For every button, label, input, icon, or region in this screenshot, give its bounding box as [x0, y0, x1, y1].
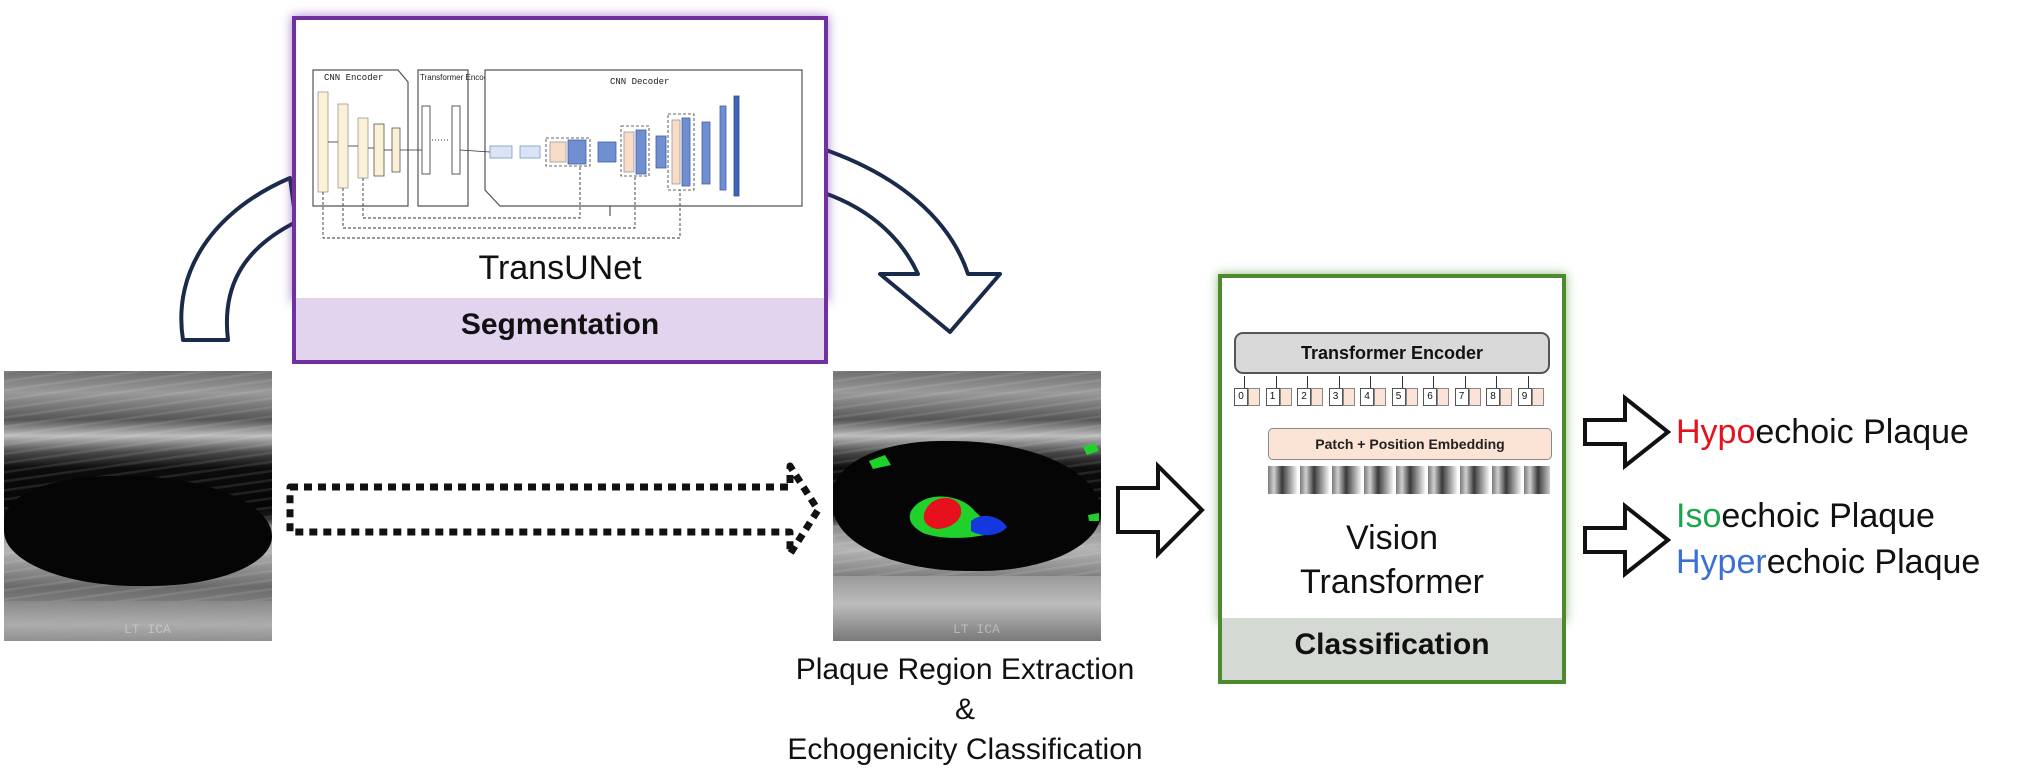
- classification-label-box: Classification: [1218, 618, 1566, 684]
- segmented-image-caption: LT ICA: [953, 622, 1000, 637]
- extraction-caption: Plaque Region Extraction & Echogenicity …: [740, 650, 1190, 770]
- vit-title-line2: Transformer: [1300, 563, 1484, 601]
- vit-token-arrow: [1338, 376, 1340, 388]
- outcome-hyper-suffix: echoic Plaque: [1766, 543, 1981, 581]
- segmented-ultrasound-image: LT ICA: [833, 371, 1101, 641]
- segmentation-label-box: Segmentation: [292, 298, 828, 364]
- arrow-to-vit: [1116, 461, 1205, 559]
- vit-position-token: 2: [1297, 388, 1311, 406]
- vit-patch-token: [1279, 388, 1292, 406]
- input-ultrasound-image: LT ICA: [4, 371, 272, 641]
- vit-token-arrow: [1244, 376, 1245, 388]
- vit-position-token: 5: [1391, 388, 1406, 406]
- transunet-panel: CNN Encoder Transformer Encoder CNN Deco…: [292, 16, 828, 302]
- outcome-iso: Isoechoic Plaque: [1676, 494, 1935, 538]
- vit-position-token: 7: [1454, 388, 1469, 406]
- hypoechoic-region: [923, 498, 962, 529]
- vit-patch-token: [1374, 388, 1386, 406]
- arrow-to-hypo: [1583, 393, 1672, 471]
- curved-arrow-to-transunet: [179, 176, 298, 342]
- outcome-hyper: Hyperechoic Plaque: [1676, 540, 1980, 584]
- vit-position-token: 6: [1423, 388, 1437, 406]
- extraction-caption-line2: &: [954, 693, 975, 726]
- cnn-encoder-label: CNN Encoder: [324, 73, 383, 83]
- outcome-hypo-prefix: Hypo: [1676, 413, 1756, 451]
- vit-token-arrow: [1307, 376, 1308, 388]
- transformer-encoder-label: Transformer Encoder: [420, 73, 496, 82]
- vit-transformer-encoder-box: Transformer Encoder: [1234, 332, 1550, 374]
- extraction-caption-line3: Echogenicity Classification: [787, 733, 1143, 766]
- outcome-iso-suffix: echoic Plaque: [1721, 497, 1935, 535]
- vit-patch-strip: [1268, 466, 1550, 494]
- vit-embedding-box: Patch + Position Embedding: [1268, 428, 1552, 460]
- vit-position-token: 4: [1360, 388, 1374, 406]
- outcome-hypo-suffix: echoic Plaque: [1755, 413, 1969, 451]
- vit-patch-token: [1531, 388, 1544, 406]
- hyperechoic-region: [971, 515, 1007, 536]
- vit-token-arrow: [1370, 376, 1371, 388]
- vit-patch-token: [1248, 388, 1260, 406]
- vit-patch-token: [1342, 388, 1355, 406]
- extraction-caption-line1: Plaque Region Extraction: [795, 653, 1135, 686]
- vit-transformer-encoder-label: Transformer Encoder: [1300, 343, 1484, 363]
- arrow-to-iso-hyper: [1583, 501, 1672, 579]
- vit-position-token: 9: [1517, 388, 1532, 406]
- cnn-decoder-label: CNN Decoder: [610, 77, 669, 87]
- vit-position-token: 8: [1486, 388, 1500, 406]
- input-image-caption: LT ICA: [124, 622, 171, 637]
- vit-position-token: 0: [1234, 388, 1248, 406]
- vit-token-arrow: [1275, 376, 1277, 388]
- vit-embedding-label: Patch + Position Embedding: [1315, 436, 1505, 452]
- vit-token-arrow: [1527, 376, 1529, 388]
- vit-token-arrow: [1496, 376, 1497, 388]
- vit-title: Vision Transformer: [1222, 516, 1562, 604]
- segmentation-label: Segmentation: [460, 308, 660, 341]
- curved-arrow-from-transunet: [813, 146, 1002, 334]
- plaque-overlay: [869, 443, 1099, 538]
- vit-token-arrow: [1401, 376, 1403, 388]
- outcome-iso-prefix: Iso: [1676, 497, 1722, 535]
- vit-title-line1: Vision: [1346, 519, 1438, 557]
- vit-patch-token: [1405, 388, 1418, 406]
- vit-position-token: 1: [1265, 388, 1280, 406]
- vit-patch-token: [1468, 388, 1481, 406]
- vit-patch-token: [1311, 388, 1323, 406]
- dotted-arrow: [286, 462, 822, 558]
- vit-token-arrow: [1433, 376, 1434, 388]
- transunet-architecture-diagram: CNN Encoder Transformer Encoder CNN Deco…: [312, 69, 803, 239]
- transunet-title: TransUNet: [478, 249, 642, 287]
- vit-token-arrow: [1464, 376, 1466, 388]
- outcome-hypo: Hypoechoic Plaque: [1676, 410, 1969, 454]
- classification-label: Classification: [1294, 628, 1490, 661]
- vit-position-token: 3: [1328, 388, 1343, 406]
- outcome-hyper-prefix: Hyper: [1676, 543, 1767, 581]
- vit-patch-token: [1437, 388, 1449, 406]
- vit-patch-token: [1500, 388, 1512, 406]
